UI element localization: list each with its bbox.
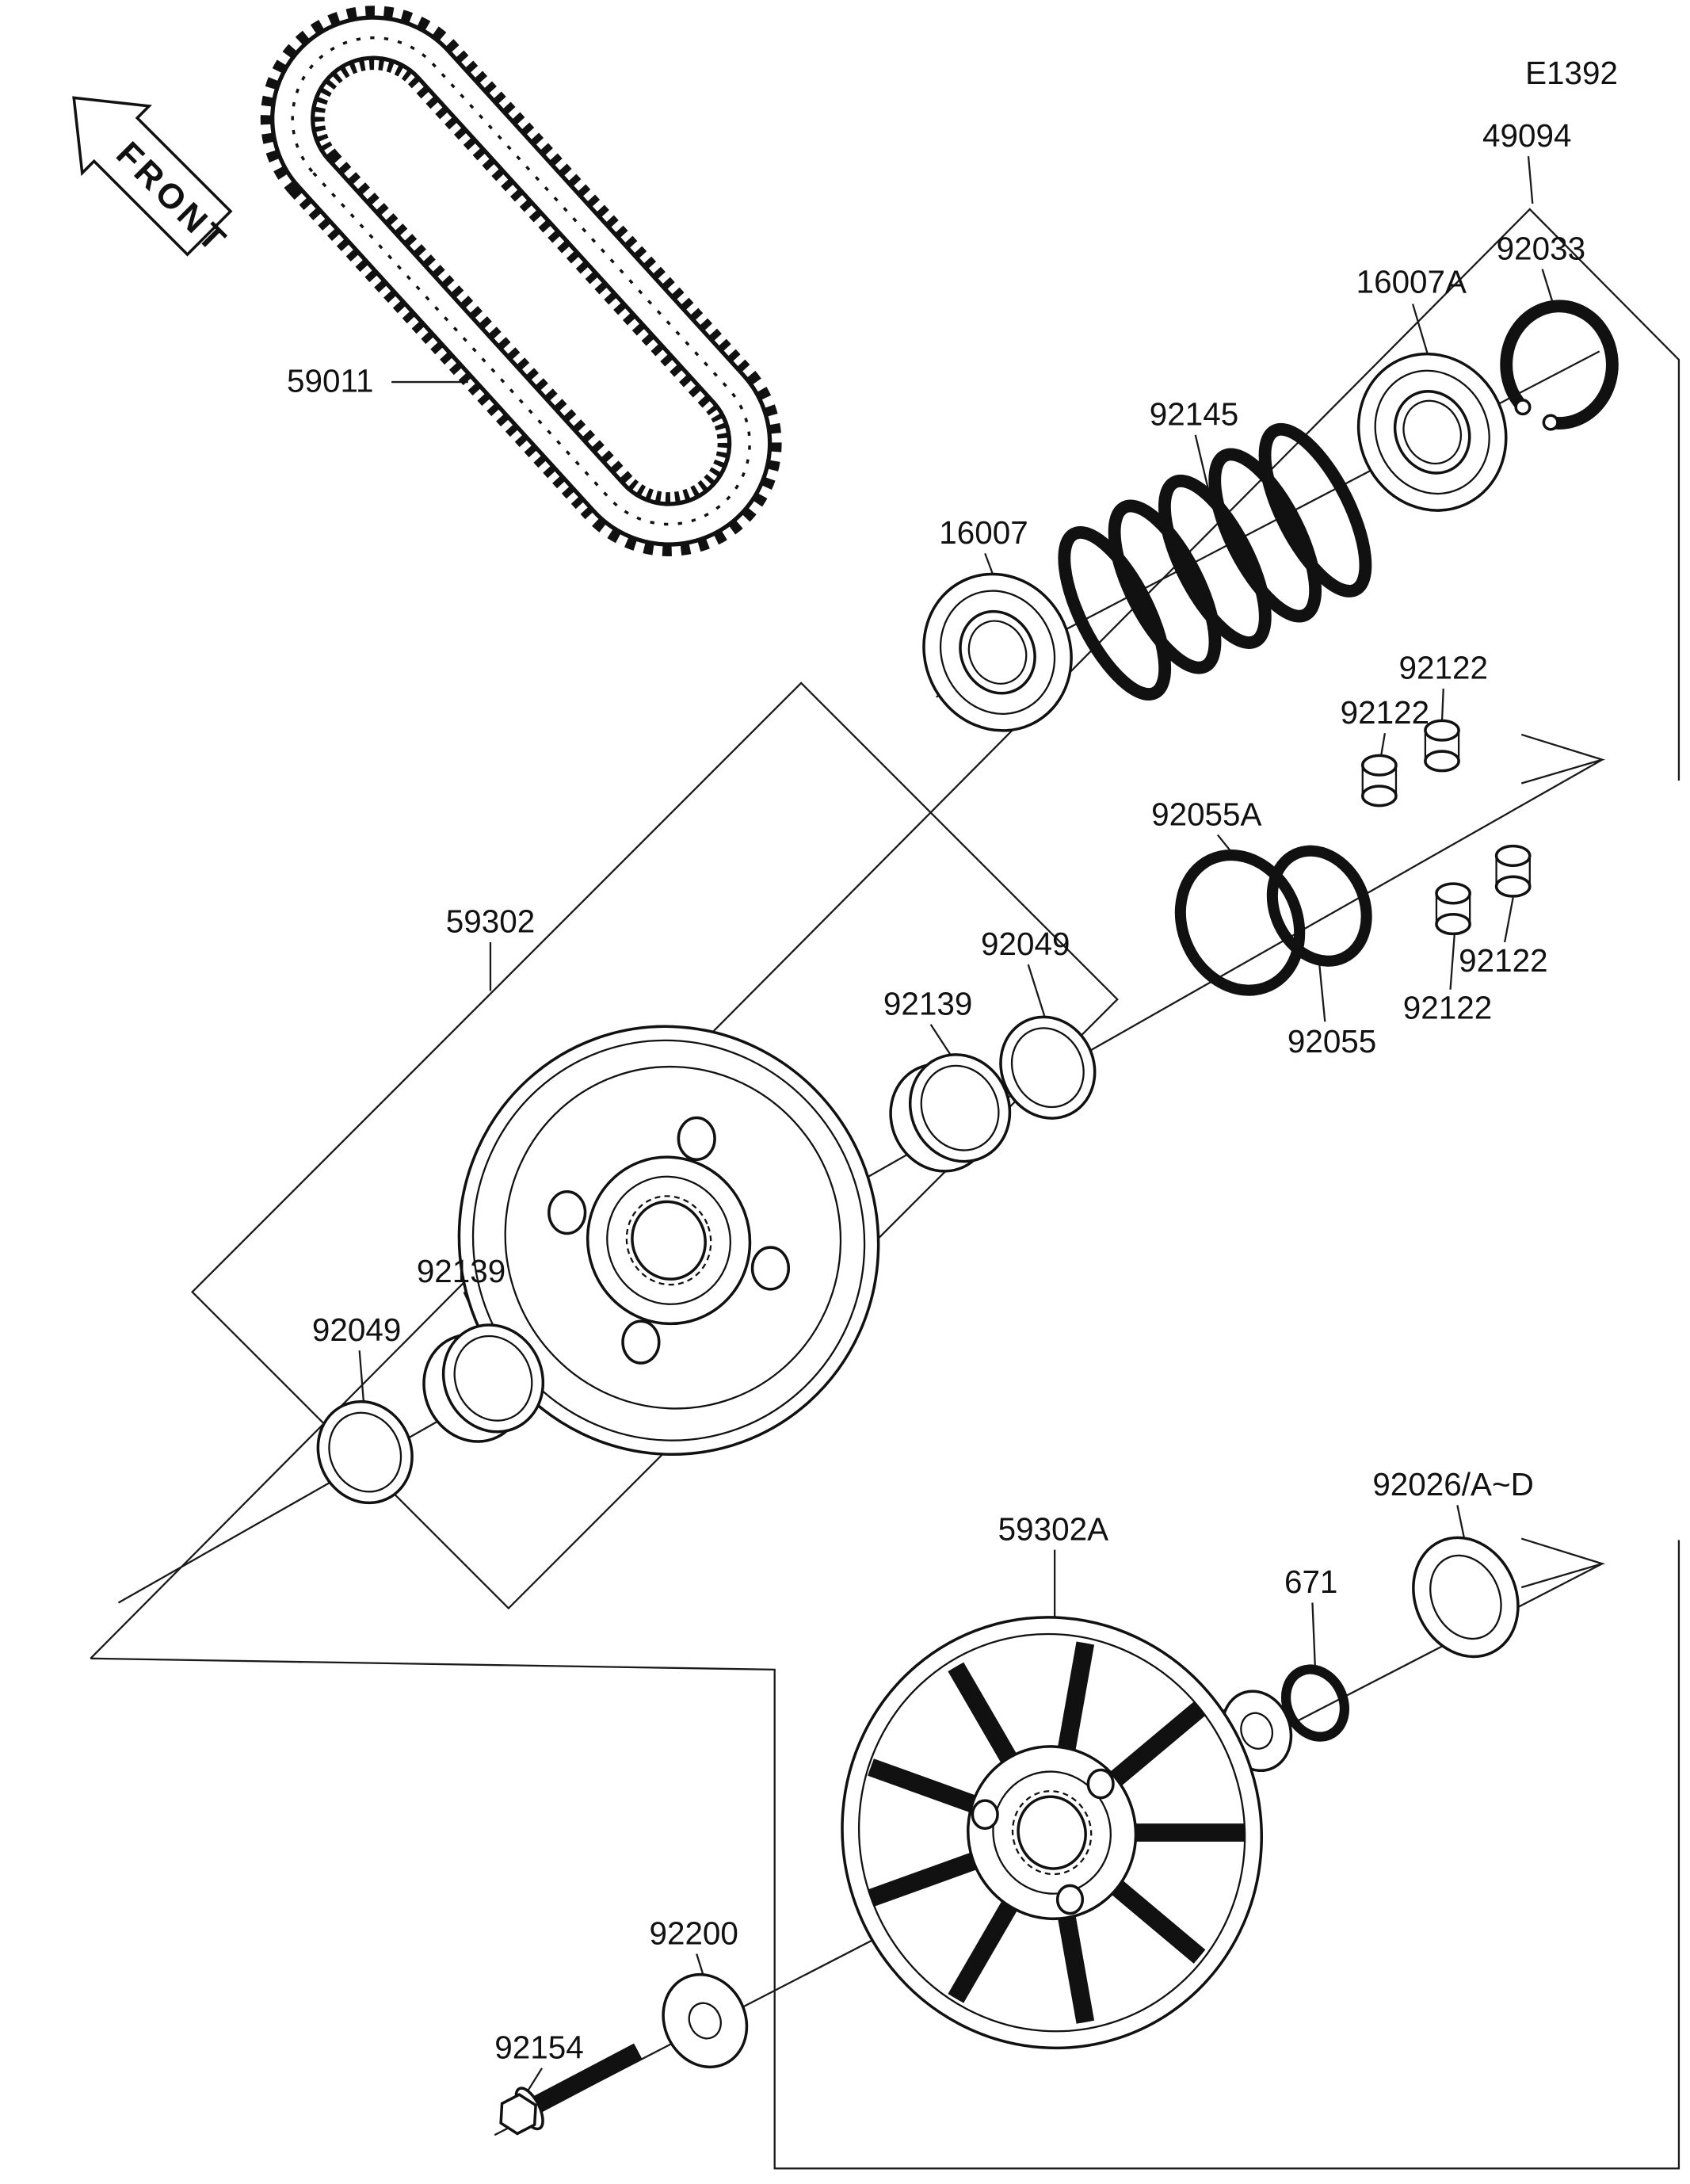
axis-arrowhead-icon (1520, 733, 1606, 785)
part-label-16007a: 16007A (1356, 264, 1467, 300)
part-washer-92026 (1412, 1536, 1520, 1659)
part-label-92049-upper: 92049 (981, 926, 1070, 962)
part-coil-spring-92145 (1058, 422, 1372, 701)
part-label-92122-4: 92122 (1403, 990, 1492, 1026)
part-spring-seat-16007 (922, 572, 1073, 732)
part-washer-92200 (662, 1972, 749, 2069)
sheet-code-label: E1392 (1525, 55, 1618, 91)
part-label-92154: 92154 (494, 2029, 583, 2065)
part-label-92122-1: 92122 (1399, 650, 1488, 686)
part-drive-belt-59011 (260, 6, 782, 556)
part-label-92122-2: 92122 (1341, 694, 1429, 731)
part-bushing-92139-lower (422, 1323, 545, 1443)
part-label-92122-3: 92122 (1459, 942, 1547, 979)
part-label-92139-upper: 92139 (883, 985, 972, 1021)
part-label-92145: 92145 (1150, 396, 1238, 433)
part-ring-92049-lower (316, 1399, 414, 1505)
part-oring-92055a (1174, 850, 1306, 996)
part-spring-seat-16007a (1356, 352, 1508, 512)
bolt-hex-head (499, 2093, 537, 2136)
part-label-59011: 59011 (287, 362, 373, 399)
part-bushing-92122-2 (1361, 754, 1398, 808)
part-bushing-92122-4 (1435, 882, 1471, 936)
part-label-92049-lower: 92049 (312, 1312, 401, 1348)
part-label-92139-lower: 92139 (417, 1253, 505, 1289)
part-movable-sheave-59302 (457, 1025, 880, 1457)
sheave-spokes-fill (868, 1642, 1245, 2023)
part-label-92055a: 92055A (1151, 796, 1261, 832)
front-arrow-icon: FRONT (72, 96, 235, 262)
part-oring-92055 (1266, 845, 1372, 967)
part-labels: E1392 59011 49094 92033 16007A 92145 160… (287, 55, 1618, 2066)
part-bushing-92122-1 (1424, 719, 1460, 773)
part-label-59302a: 59302A (998, 1510, 1108, 1547)
axis-arrowhead-icon (1520, 1537, 1606, 1589)
part-ring-92049-upper (999, 1015, 1097, 1120)
part-label-671: 671 (1284, 1564, 1337, 1600)
part-label-59302: 59302 (446, 903, 535, 940)
part-label-92033: 92033 (1497, 230, 1585, 266)
part-bushing-92122-3 (1494, 844, 1532, 898)
part-bolt-92154 (499, 2043, 643, 2136)
part-label-92026: 92026/A~D (1372, 1466, 1533, 1502)
part-label-92055: 92055 (1288, 1023, 1376, 1060)
leader-lines (358, 156, 1556, 2091)
part-oring-671 (1280, 1664, 1350, 1742)
part-fixed-sheave-59302a (841, 1616, 1264, 2050)
part-bushing-92139-upper (889, 1053, 1012, 1173)
part-label-16007: 16007 (939, 514, 1028, 551)
part-label-92200: 92200 (649, 1915, 738, 1951)
part-circlip-92033 (1500, 300, 1619, 431)
part-label-49094: 49094 (1482, 117, 1571, 154)
